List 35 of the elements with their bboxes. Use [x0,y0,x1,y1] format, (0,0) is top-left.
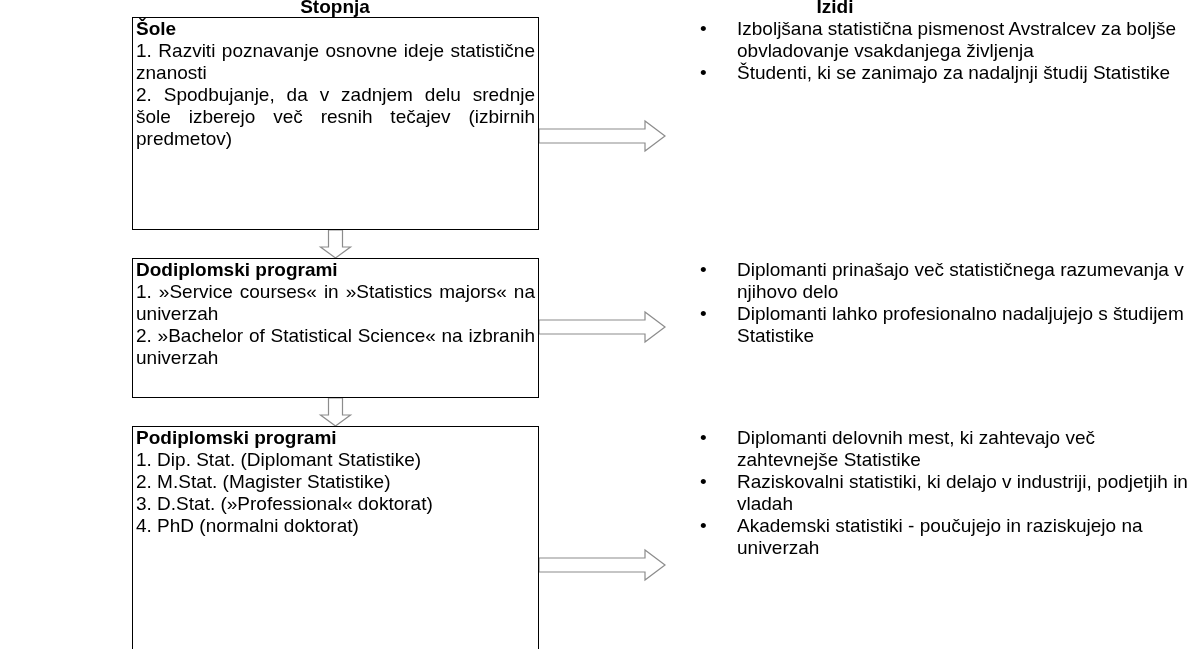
bullet: • [700,18,708,41]
bullet: • [700,303,708,326]
column-header: Stopnja [300,0,370,16]
list-item: 1. Dip. Stat. (Diplomant Statistike) [136,449,423,471]
outcome-item: Raziskovalni statistiki, ki delajo v industriji, podjetjih in vladah [737,471,1189,515]
list-item: 2. M.Stat. (Magister Statistike) [136,471,392,493]
bullet: • [700,259,708,282]
bullet: • [700,427,708,450]
list-item: 1. »Service courses« in »Statistics majors« na univerzah [136,281,535,325]
column-header: Izidi [816,0,854,16]
list-item: 2. Spodbujanje, da v zadnjem delu srednje šole izberejo več resnih tečajev (izbirnih predmetov) [136,84,535,150]
block-arrow [538,119,666,153]
list-item: 3. D.Stat. (»Professional« doktorat) [136,493,434,515]
outcome-item: Diplomanti prinašajo več statističnega razumevanja v njihovo delo [737,259,1185,303]
list-item: 1. Razviti poznavanje osnovne ideje statistične znanosti [136,40,535,84]
bullet: • [700,62,708,84]
block-arrow [318,397,353,427]
outcome-item: Diplomanti delovnih mest, ki zahtevajo več zahtevnejše Statistike [737,427,1096,471]
stage-box [132,426,539,649]
list-item: 2. »Bachelor of Statistical Science« na izbranih univerzah [136,325,535,369]
bullet: • [700,471,708,494]
outcome-item: Študenti, ki se zanimajo za nadaljnji študij Statistike [737,62,1171,84]
block-arrow [538,310,666,344]
stage-box [132,258,539,398]
outcome-item: Diplomanti lahko profesionalno nadaljujejo s študijem Statistike [737,303,1185,347]
stage-box [132,17,539,230]
list-item: 4. PhD (normalni doktorat) [136,515,360,537]
block-arrow [538,548,666,582]
box-heading: Podiplomski programi [136,427,338,449]
box-heading: Dodiplomski programi [136,259,339,281]
box-heading: Šole [136,18,178,40]
block-arrow [318,229,353,259]
outcome-item: Akademski statistiki - poučujejo in raziskujejo na univerzah [737,515,1144,559]
bullet: • [700,515,708,538]
outcome-item: Izboljšana statistična pismenost Avstralcev za boljše obvladovanje vsakdanjega življenja [737,18,1177,62]
